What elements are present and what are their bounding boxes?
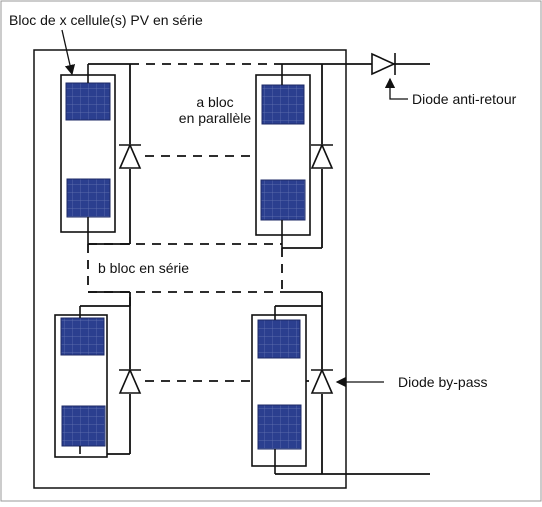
- parallel-label-line2: en parallèle: [178, 110, 252, 126]
- bypass-diodes: [118, 142, 334, 394]
- title-label: Bloc de x cellule(s) PV en série: [9, 12, 203, 28]
- annotation-arrows: [61, 29, 408, 388]
- bypass-diode-icon: [118, 142, 142, 169]
- bypass-loop-tr: [282, 63, 323, 249]
- title-arrow: [61, 29, 76, 76]
- pv-cell-icon: [66, 178, 111, 218]
- array-enclosure: [33, 49, 347, 489]
- bypass-diode-icon: [118, 367, 142, 394]
- bypass-loop-br: [275, 292, 323, 475]
- pv-cell-icon: [60, 317, 105, 356]
- anti-return-diode-icon: [371, 52, 396, 76]
- pv-cell-icon: [257, 319, 301, 359]
- pv-cell-icon: [61, 405, 106, 447]
- series-label: b bloc en série: [96, 260, 192, 276]
- bypass-loop-bl: [80, 292, 131, 455]
- bypass-loop-tl: [88, 63, 131, 245]
- parallel-label-line1: a bloc: [196, 94, 234, 110]
- pv-cells: [60, 82, 306, 450]
- pv-cell-icon: [260, 179, 306, 221]
- pv-cell-icon: [261, 84, 305, 125]
- pv-cell-icon: [257, 404, 302, 450]
- pv-cell-icon: [65, 82, 111, 121]
- anti-return-arrow: [384, 77, 408, 100]
- bypass-diode-icon: [310, 142, 334, 169]
- bypass-diode-label: Diode by-pass: [398, 374, 488, 390]
- bypass-diode-icon: [310, 367, 334, 394]
- anti-return-diode-label: Diode anti-retour: [412, 91, 517, 107]
- block-wiring: [79, 64, 283, 474]
